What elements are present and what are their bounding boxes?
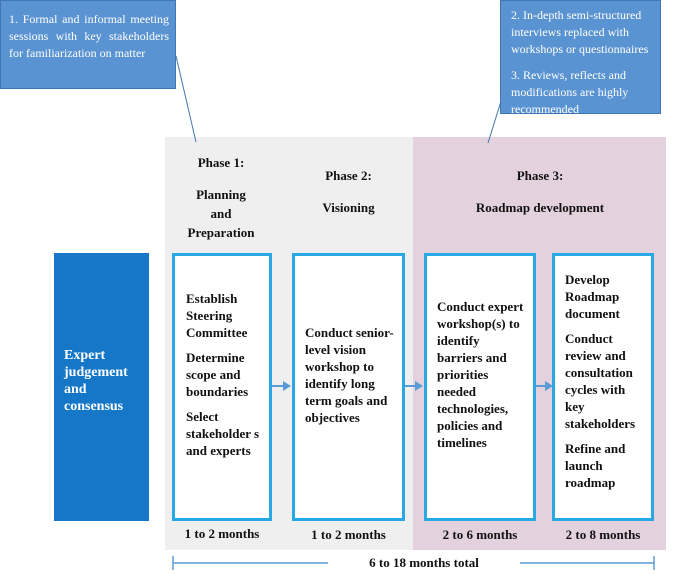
duration-activity-3: 2 to 6 months [442, 527, 518, 542]
duration-activity-4: 2 to 8 months [565, 527, 641, 542]
callout-formal-meetings: 1. Formal and informal meeting sessions … [0, 0, 176, 89]
callout-interviews-reviews: 2. In-depth semi-structured interviews r… [500, 0, 661, 116]
callout-1-text: 1. Formal and informal meeting sessions … [9, 12, 169, 60]
total-timeline-bracket [172, 556, 655, 570]
duration-activity-1: 1 to 2 months [184, 526, 260, 541]
expert-judgement-label: Expert judgement and consensus [64, 348, 128, 414]
phase-1-header: Phase 1: Planning and Preparation [170, 153, 272, 242]
activity-1-item-1: Establish Steering Committee [186, 291, 248, 340]
expert-judgement-box: Expert judgement and consensus [54, 253, 149, 521]
phase-2-number: Phase 2: [325, 168, 372, 183]
total-duration-label: 6 to 18 months total [369, 555, 479, 570]
activity-box-phase-3: Conduct expert workshop(s) to identify b… [424, 253, 536, 521]
activity-2-item-1: Conduct senior-level vision workshop to … [305, 325, 394, 425]
phase-1-name: Planning and Preparation [187, 187, 255, 240]
activity-1-item-3: Select stakeholder s and experts [186, 409, 260, 458]
activity-4-item-1: Develop Roadmap document [565, 272, 620, 321]
phase-3-name: Roadmap development [475, 200, 605, 215]
activity-1-item-2: Determine scope and boundaries [186, 350, 249, 399]
activity-box-phase-1: Establish Steering Committee Determine s… [172, 253, 272, 521]
arrow-2-to-3 [405, 381, 423, 391]
arrow-1-to-2 [272, 381, 291, 391]
arrow-3-to-4 [536, 381, 553, 391]
activity-4-item-3: Refine and launch roadmap [565, 441, 626, 490]
callout-1-pointer [175, 55, 197, 143]
duration-activity-2: 1 to 2 months [311, 527, 386, 542]
phase-3-number: Phase 3: [516, 168, 564, 183]
phase-2-header: Phase 2: Visioning [290, 166, 407, 217]
activity-4-item-2: Conduct review and consultation cycles w… [565, 331, 636, 431]
phase-1-number: Phase 1: [197, 155, 245, 170]
activity-box-phase-3-roadmap: Develop Roadmap document Conduct review … [552, 253, 654, 521]
phase-3-header: Phase 3: Roadmap development [440, 166, 640, 217]
callout-2-item-2: 3. Reviews, reflects and modifications a… [511, 68, 629, 116]
activity-box-phase-2: Conduct senior-level vision workshop to … [292, 253, 405, 521]
phase-2-name: Visioning [322, 200, 375, 215]
callout-2-item-1: 2. In-depth semi-structured interviews r… [511, 8, 649, 56]
activity-3-item-1: Conduct expert workshop(s) to identify b… [437, 299, 524, 450]
